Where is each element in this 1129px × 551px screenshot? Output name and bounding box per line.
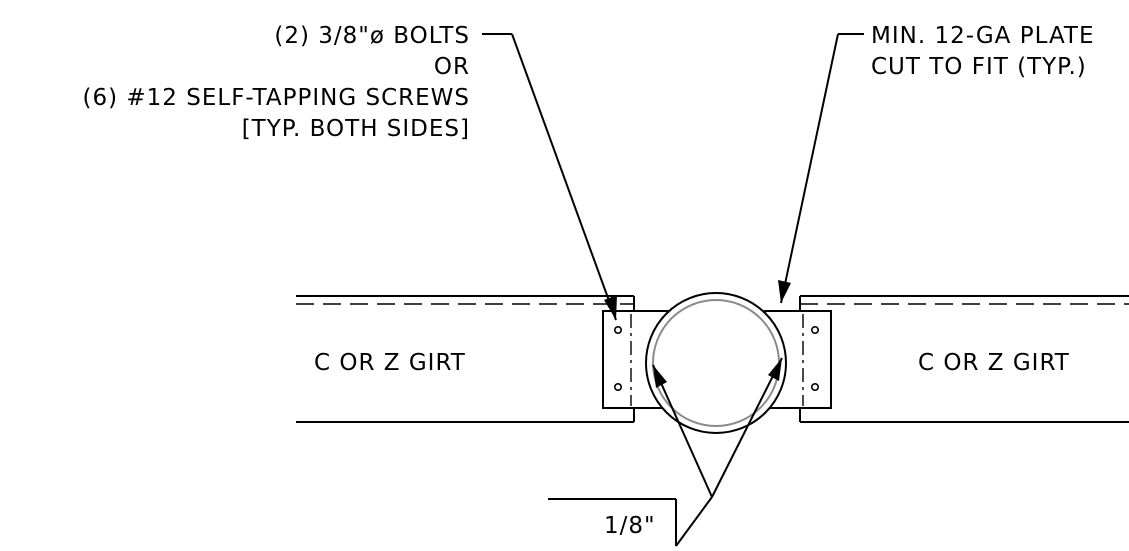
bolts-note-line1: (2) 3/8"ø BOLTS bbox=[274, 23, 470, 49]
bolt-hole bbox=[810, 325, 819, 334]
right-girt-label: C OR Z GIRT bbox=[918, 350, 1070, 376]
bolt-hole bbox=[810, 382, 819, 391]
weld-leaders bbox=[652, 357, 783, 547]
bolts-leader bbox=[482, 33, 617, 321]
bolt-hole bbox=[613, 325, 622, 334]
bolts-note-line3: (6) #12 SELF-TAPPING SCREWS bbox=[83, 85, 470, 111]
plate-leader bbox=[778, 33, 864, 304]
left-girt-label: C OR Z GIRT bbox=[314, 350, 466, 376]
bolts-note-line2: OR bbox=[434, 54, 470, 80]
right-girt bbox=[799, 295, 1129, 423]
fillet-weld-symbol bbox=[548, 498, 677, 546]
plate-note-line2: CUT TO FIT (TYP.) bbox=[871, 54, 1087, 80]
bolt-hole bbox=[613, 382, 622, 391]
weld-size-label: 1/8" bbox=[604, 513, 656, 539]
pipe-column bbox=[645, 292, 787, 434]
plate-note-line1: MIN. 12-GA PLATE bbox=[871, 23, 1094, 49]
bolts-note-line4: [TYP. BOTH SIDES] bbox=[242, 116, 470, 142]
left-girt bbox=[296, 295, 635, 423]
